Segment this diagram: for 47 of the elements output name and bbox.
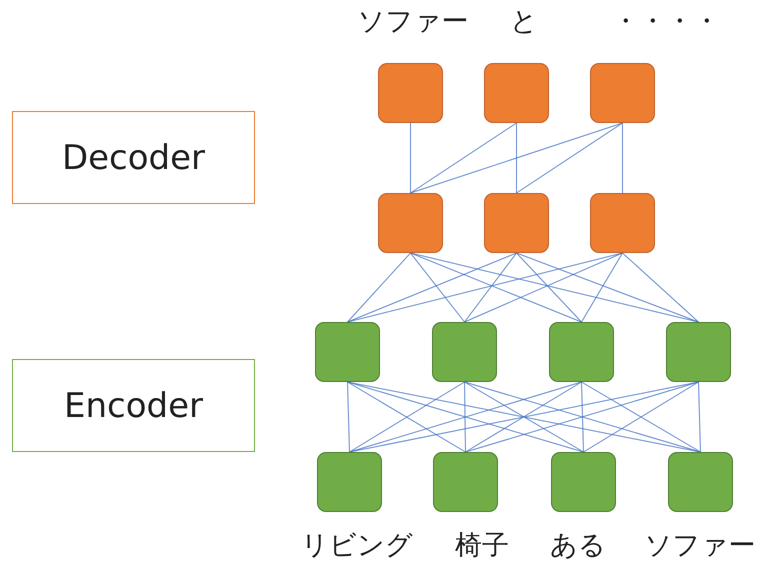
connector-line <box>581 382 584 452</box>
token-text: ある <box>550 532 606 559</box>
connector-line <box>698 382 701 452</box>
connector-line <box>410 122 623 194</box>
connector-line <box>516 122 623 194</box>
token-text: ソファー <box>644 532 756 559</box>
neuron-box <box>668 452 733 512</box>
neuron-box <box>549 322 614 382</box>
connector-line <box>410 122 411 194</box>
connector-line <box>622 252 699 322</box>
label-box <box>12 359 255 452</box>
connector-line <box>347 252 411 322</box>
neuron-box <box>484 193 549 253</box>
layer-name: Decoder <box>62 138 206 178</box>
connector-line <box>516 252 582 322</box>
connector-line <box>516 252 699 322</box>
token-text: 椅子 <box>455 532 509 559</box>
connector-line <box>581 252 623 322</box>
neuron-box <box>432 322 497 382</box>
connector-line <box>347 382 350 452</box>
neuron-box <box>378 193 443 253</box>
connector-line <box>347 252 623 322</box>
token-text: と <box>510 8 538 35</box>
neuron-box <box>317 452 382 512</box>
connector-line <box>410 252 699 322</box>
connector-line <box>464 252 517 322</box>
connector-line <box>464 252 623 322</box>
layer-name: Encoder <box>64 386 203 426</box>
neuron-box <box>315 322 380 382</box>
label-box <box>12 111 255 204</box>
connector-line <box>516 122 517 194</box>
token-text: リビング <box>301 532 413 559</box>
connector-line <box>410 122 517 194</box>
connector-line <box>410 252 582 322</box>
neuron-box <box>551 452 616 512</box>
neuron-box <box>484 63 549 123</box>
neuron-box <box>666 322 731 382</box>
connector-line <box>347 252 517 322</box>
connector-line <box>464 382 466 452</box>
neuron-box <box>378 63 443 123</box>
neuron-box <box>590 193 655 253</box>
connector-line <box>410 252 465 322</box>
token-text: ソファー <box>358 8 468 35</box>
token-text: ・・・・ <box>612 8 720 35</box>
neuron-box <box>433 452 498 512</box>
connector-line <box>622 122 623 194</box>
neuron-box <box>590 63 655 123</box>
